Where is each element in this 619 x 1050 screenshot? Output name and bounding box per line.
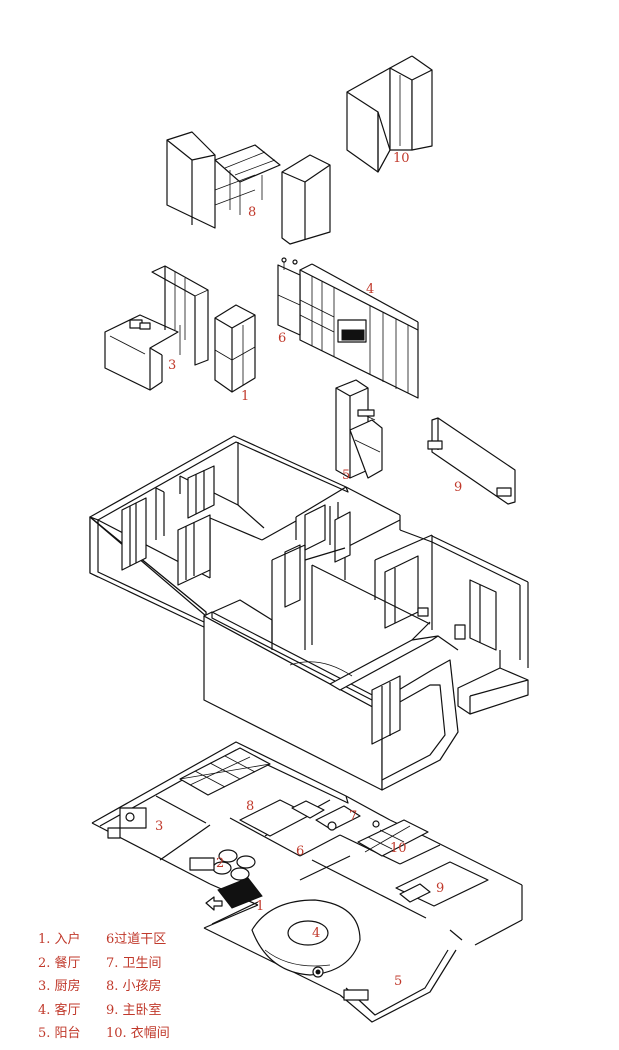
- label-living-storage: 4: [366, 282, 374, 297]
- label-corridor: 6: [278, 331, 286, 346]
- legend-entry: 9. 主卧室: [106, 1002, 162, 1018]
- entry-cabinet: [214, 304, 256, 393]
- walkin-closet-block: [346, 55, 433, 173]
- label-entry: 1: [241, 389, 249, 404]
- legend-entry: 10. 衣帽间: [106, 1026, 170, 1042]
- kids-room-cabinets-block: [166, 131, 331, 245]
- legend-entry: 8. 小孩房: [106, 979, 162, 995]
- legend-row: 4. 客厅 9. 主卧室: [38, 997, 218, 1021]
- label-balcony-cabinet: 5: [342, 468, 350, 483]
- legend-entry: 5. 阳台: [38, 1026, 81, 1042]
- plan-label-entry: 1: [256, 899, 264, 914]
- plan-label-corridor: 6: [296, 844, 304, 859]
- plan-label-living: 4: [312, 926, 320, 941]
- plan-label-walkin: 10: [390, 841, 407, 856]
- kitchen-cabinets-block: [104, 265, 209, 391]
- floor-plan: [91, 741, 523, 1023]
- legend-row: 1. 入户 6过道干区: [38, 926, 218, 950]
- plan-label-master: 9: [436, 881, 444, 896]
- room-legend: 1. 入户 6过道干区 2. 餐厅 7. 卫生间 3. 厨房 8. 小孩房 4.…: [38, 926, 218, 1044]
- label-walkin: 10: [393, 151, 410, 166]
- legend-entry: 3. 厨房: [38, 979, 81, 995]
- plan-label-kitchen: 3: [155, 819, 163, 834]
- legend-entry: 4. 客厅: [38, 1002, 81, 1018]
- isometric-apartment-shell: [89, 435, 529, 791]
- plan-label-kids: 8: [246, 799, 254, 814]
- legend-entry: 2. 餐厅: [38, 955, 81, 971]
- living-room-storage-wall: [299, 263, 419, 399]
- legend-row: 5. 阳台 10. 衣帽间: [38, 1020, 218, 1044]
- label-kitchen: 3: [168, 358, 176, 373]
- legend-entry: 7. 卫生间: [106, 955, 162, 971]
- label-master-wall: 9: [454, 480, 462, 495]
- plan-label-bath: 7: [349, 809, 357, 824]
- legend-entry: 6过道干区: [106, 932, 167, 948]
- legend-row: 2. 餐厅 7. 卫生间: [38, 950, 218, 974]
- plan-label-dining: 2: [216, 856, 224, 871]
- plan-label-balcony: 5: [394, 974, 402, 989]
- master-bedroom-wall-panel: [427, 417, 516, 505]
- legend-entry: 1. 入户: [38, 932, 81, 948]
- balcony-cabinet: [335, 379, 383, 479]
- corridor-cabinet: [277, 257, 301, 336]
- legend-row: 3. 厨房 8. 小孩房: [38, 973, 218, 997]
- label-kids-room: 8: [248, 205, 256, 220]
